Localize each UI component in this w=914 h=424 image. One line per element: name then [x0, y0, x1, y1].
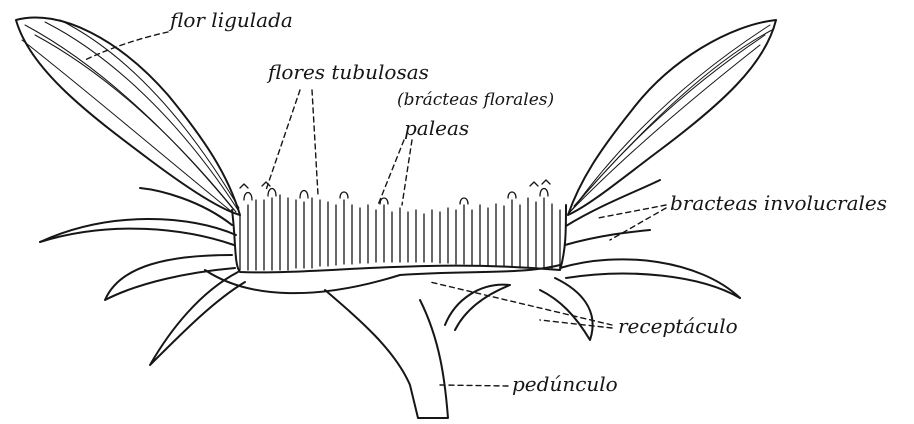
leader-paleas-2 [402, 140, 412, 205]
curled-bract [445, 285, 510, 330]
left-ray-floret [16, 17, 240, 215]
label-receptaculo: receptáculo [618, 316, 738, 336]
receptacle-disc [232, 205, 566, 272]
leader-tubulosas-1 [266, 90, 300, 190]
leader-receptaculo-1 [430, 282, 612, 325]
right-ray-veins [569, 25, 772, 213]
right-peduncle-bract [540, 278, 593, 340]
leader-paleas-1 [378, 140, 404, 205]
label-paleas: paleas [404, 118, 469, 138]
leader-pedunculo [440, 385, 508, 386]
peduncle [325, 290, 448, 418]
label-pedunculo: pedúnculo [512, 374, 618, 394]
left-ray-veins [22, 20, 239, 212]
label-bracteas-involucrales: bracteas involucrales [670, 193, 887, 213]
label-flores-tubulosas: flores tubulosas [268, 62, 429, 82]
leader-tubulosas-2 [312, 90, 318, 195]
tubular-florets [240, 180, 560, 270]
receptacle-base [205, 265, 560, 293]
leader-involucrales-1 [598, 205, 666, 218]
leader-involucrales-2 [610, 208, 666, 240]
label-flor-ligulada: flor ligulada [170, 10, 293, 30]
label-bracteas-florales: (brácteas florales) [397, 92, 554, 109]
